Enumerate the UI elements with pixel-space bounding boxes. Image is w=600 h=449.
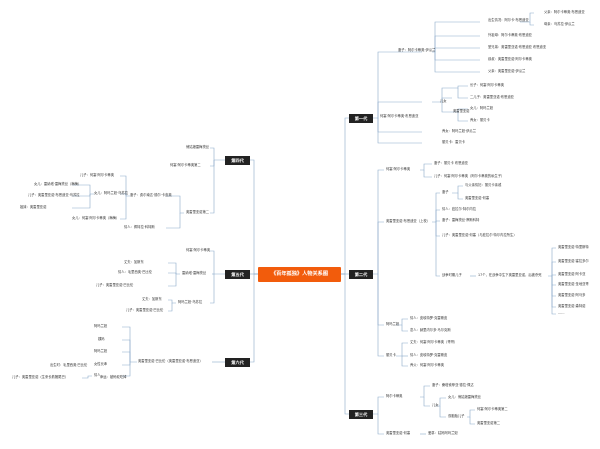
central-title-node[interactable]: 《百年孤独》人物关系图 <box>258 267 341 282</box>
g1-main-label: 何塞·阿尔卡蒂奥·布恩迪亚 <box>380 114 419 118</box>
g2-son-3: 奥雷里亚诺·圣地亚哥 <box>558 282 589 286</box>
g6-f-label: 情人 <box>94 373 101 377</box>
g1-c4-label: 叔叔：奥雷里亚诺·阿尔卡蒂奥 <box>488 57 532 61</box>
g4-f-label: 女儿：阿玛兰妲·乌苏拉 <box>94 191 129 195</box>
g5-main-label: 何塞·阿尔卡蒂奥 <box>186 248 211 252</box>
g5-f-label: 阿玛兰妲·乌苏拉 <box>178 300 203 304</box>
g6-g-label: 出生时：毛里西奥·巴比伦 <box>50 363 88 367</box>
g5-main2-label: 雷纳塔·雷梅黛丝 <box>182 271 207 275</box>
g6-b-label: 姨妈 <box>98 337 105 341</box>
g3-a1b-label: 儿女 <box>432 403 439 407</box>
g2-b1a-label: 妻子：丽贝卡 布恩迪亚 <box>434 161 469 165</box>
g2-b2b-label: 情人：庇拉尔·特尔内拉 <box>442 207 477 211</box>
g1-son1-label: 长子：何塞·阿尔卡蒂奥 <box>470 83 505 87</box>
g6-e-label: 女性长辈 <box>94 362 108 366</box>
g6-a-label: 阿玛兰妲 <box>94 324 108 328</box>
g4-d-label: 情人：佩特拉·科特斯 <box>124 225 155 229</box>
g4-a-label: 儿子：何塞·阿尔卡蒂奥 <box>80 173 115 177</box>
g4-c-label: 妻子：费尔南达·德尔·卡皮奥 <box>130 193 172 197</box>
g6-h-label: 儿子：奥雷里亚诺（生来长着猪尾巴） <box>12 375 69 379</box>
g1-adopt-label: 养女：丽贝卡 <box>470 118 490 122</box>
g6-main-label: 奥雷里亚诺·巴比伦（奥雷里亚诺·布恩迪亚） <box>138 359 203 363</box>
g1-c2-label: 外祖母：阿尔卡蒂奥·布恩迪亚 <box>488 33 532 37</box>
g2-b2-label: 奥雷里亚诺·布恩迪亚（上校） <box>386 219 430 223</box>
g2-b4-label: 丽贝卡 <box>386 353 396 357</box>
g2-son-0: 奥雷里亚诺·特里斯特 <box>558 245 589 249</box>
g2-b3b-label: 恋人：赫里内尔多·马尔克斯 <box>410 328 451 332</box>
g2-b4c-label: 养父：何塞·阿尔卡蒂奥 <box>410 363 445 367</box>
g2-b2a1-label: 与父亲情妇：丽贝卡亲戚 <box>465 183 502 187</box>
generation-4-node[interactable]: 第四代 <box>225 156 250 165</box>
g2-b1b-label: 儿子：何塞·阿尔卡蒂奥（阿尔卡蒂奥的私生子） <box>434 174 505 178</box>
generation-5-node[interactable]: 第五代 <box>225 270 250 279</box>
g1-c1b-label: 母亲：乌苏拉·伊瓜兰 <box>544 22 575 26</box>
g5-b-label: 丈夫：加斯东 <box>124 260 144 264</box>
g2-b2e1-label: 17个，在战争中生下奥雷里亚诺，后被杀死 <box>478 273 542 277</box>
g3-a1b1-label: 女儿：俏姑娘雷梅黛丝 <box>448 395 481 399</box>
g1-c3-label: 堂兄弟：奥雷里亚诺·布恩迪亚 布恩迪亚 <box>488 45 547 49</box>
g2-b4b-label: 情人：皮埃特罗·克雷斯皮 <box>410 353 448 357</box>
generation-2-node[interactable]: 第二代 <box>349 270 373 279</box>
g4-j-label: 女儿：何塞·阿尔卡蒂奥（梅梅） <box>72 216 120 220</box>
g2-b4a-label: 丈夫：何塞·阿尔卡蒂奥（哥哥） <box>410 340 458 344</box>
g1-wife-label: 妻子：阿尔卡蒂奥·伊瓜兰 <box>398 48 436 52</box>
g6-i-label: 命运：被蚂蚁吃掉 <box>100 375 127 379</box>
g3-a2-label: 奥雷里亚诺·何塞 <box>386 431 411 435</box>
g1-daughter-label: 女儿：阿玛兰妲 <box>470 106 494 110</box>
g2-b3a-label: 情人：皮埃特罗·克雷斯皮 <box>410 316 448 320</box>
g2-b3-label: 阿玛兰妲 <box>386 322 400 326</box>
g2-son-6: …… <box>558 311 565 315</box>
g1-e3-label: 丽贝卡：雷贝卡 <box>442 140 466 144</box>
g4-b-label: 女儿：雷纳塔·雷梅黛丝（梅梅） <box>34 182 82 186</box>
g1-c5-label: 父亲：奥雷里亚诺·伊瓜兰 <box>488 69 526 73</box>
g2-b2a2-label: 奥雷里亚诺·何塞 <box>465 196 490 200</box>
g3-a1b2-label: 双胞胎儿子 <box>448 414 465 418</box>
g1-children-group: 儿女 <box>440 99 447 103</box>
g1-e4-label: 养女：阿玛兰妲·伊瓜兰 <box>442 129 477 133</box>
g4-main-label: 何塞·阿尔卡蒂奥第二 <box>170 163 201 167</box>
g4-i-label: 儿子：奥雷里亚诺·布恩迪亚·乌苏拉 <box>28 193 80 197</box>
generation-6-node[interactable]: 第六代 <box>225 358 250 367</box>
g2-b2d-label: 儿子：奥雷里亚诺·何塞（与庇拉尔·特尔内拉所生） <box>442 233 517 237</box>
g5-g-label: 儿子：奥雷里亚诺·巴比伦 <box>126 308 164 312</box>
g3-a1b3-label: 何塞·阿尔卡蒂奥第二 <box>477 407 508 411</box>
g5-e-label: 儿子：奥雷里亚诺·巴比伦 <box>96 283 134 287</box>
g3-a1b4-label: 奥雷里亚诺第二 <box>477 421 501 425</box>
g2-b1-label: 何塞·阿尔卡蒂奥 <box>386 167 411 171</box>
g2-b2a-label: 妻子 <box>442 190 449 194</box>
g2-b2e-label: 战争时期儿子 <box>442 273 462 277</box>
g1-c1-label: 出生情况：阿尔卡·布恩迪亚 <box>488 18 529 22</box>
g3-a1a-label: 妻子：桑塔索菲亚·德拉·佩达 <box>432 383 474 387</box>
g4-g-label: 俏姑娘雷梅黛丝 <box>186 145 210 149</box>
g1-c1a-label: 父亲：阿尔卡蒂奥·布恩迪亚 <box>544 10 585 14</box>
generation-3-node[interactable]: 第三代 <box>349 410 373 419</box>
g2-son-2: 奥雷里亚诺·阿卡亚 <box>558 272 586 276</box>
generation-1-node[interactable]: 第一代 <box>349 114 373 123</box>
g1-daughter-group: 奥雷里亚诺 <box>453 109 470 113</box>
g5-h-label: 丈夫：加斯东 <box>142 297 162 301</box>
g4-j2-label: 姐妹：奥雷里亚诺 <box>20 205 47 209</box>
g3-a1-label: 阿尔卡蒂奥 <box>386 394 403 398</box>
g1-son2-label: 二儿子：奥雷里亚诺·布恩迪亚 <box>470 95 514 99</box>
g2-son-1: 奥雷里亚诺·塞拉多尔 <box>558 259 589 263</box>
g6-c-label: 阿玛兰妲 <box>94 349 108 353</box>
g5-d-label: 情人：毛里西奥·巴比伦 <box>118 270 153 274</box>
g2-son-4: 奥雷里亚诺·阿马多 <box>558 293 586 297</box>
g2-son-5: 奥雷里亚诺·森特诺 <box>558 304 586 308</box>
g4-twin-label: 奥雷里亚诺第二 <box>186 210 210 214</box>
g3-a2a-label: 爱慕：姑妈阿玛兰妲 <box>428 431 458 435</box>
g2-b2c-label: 妻子：雷梅黛丝·摩斯科特 <box>442 218 480 222</box>
